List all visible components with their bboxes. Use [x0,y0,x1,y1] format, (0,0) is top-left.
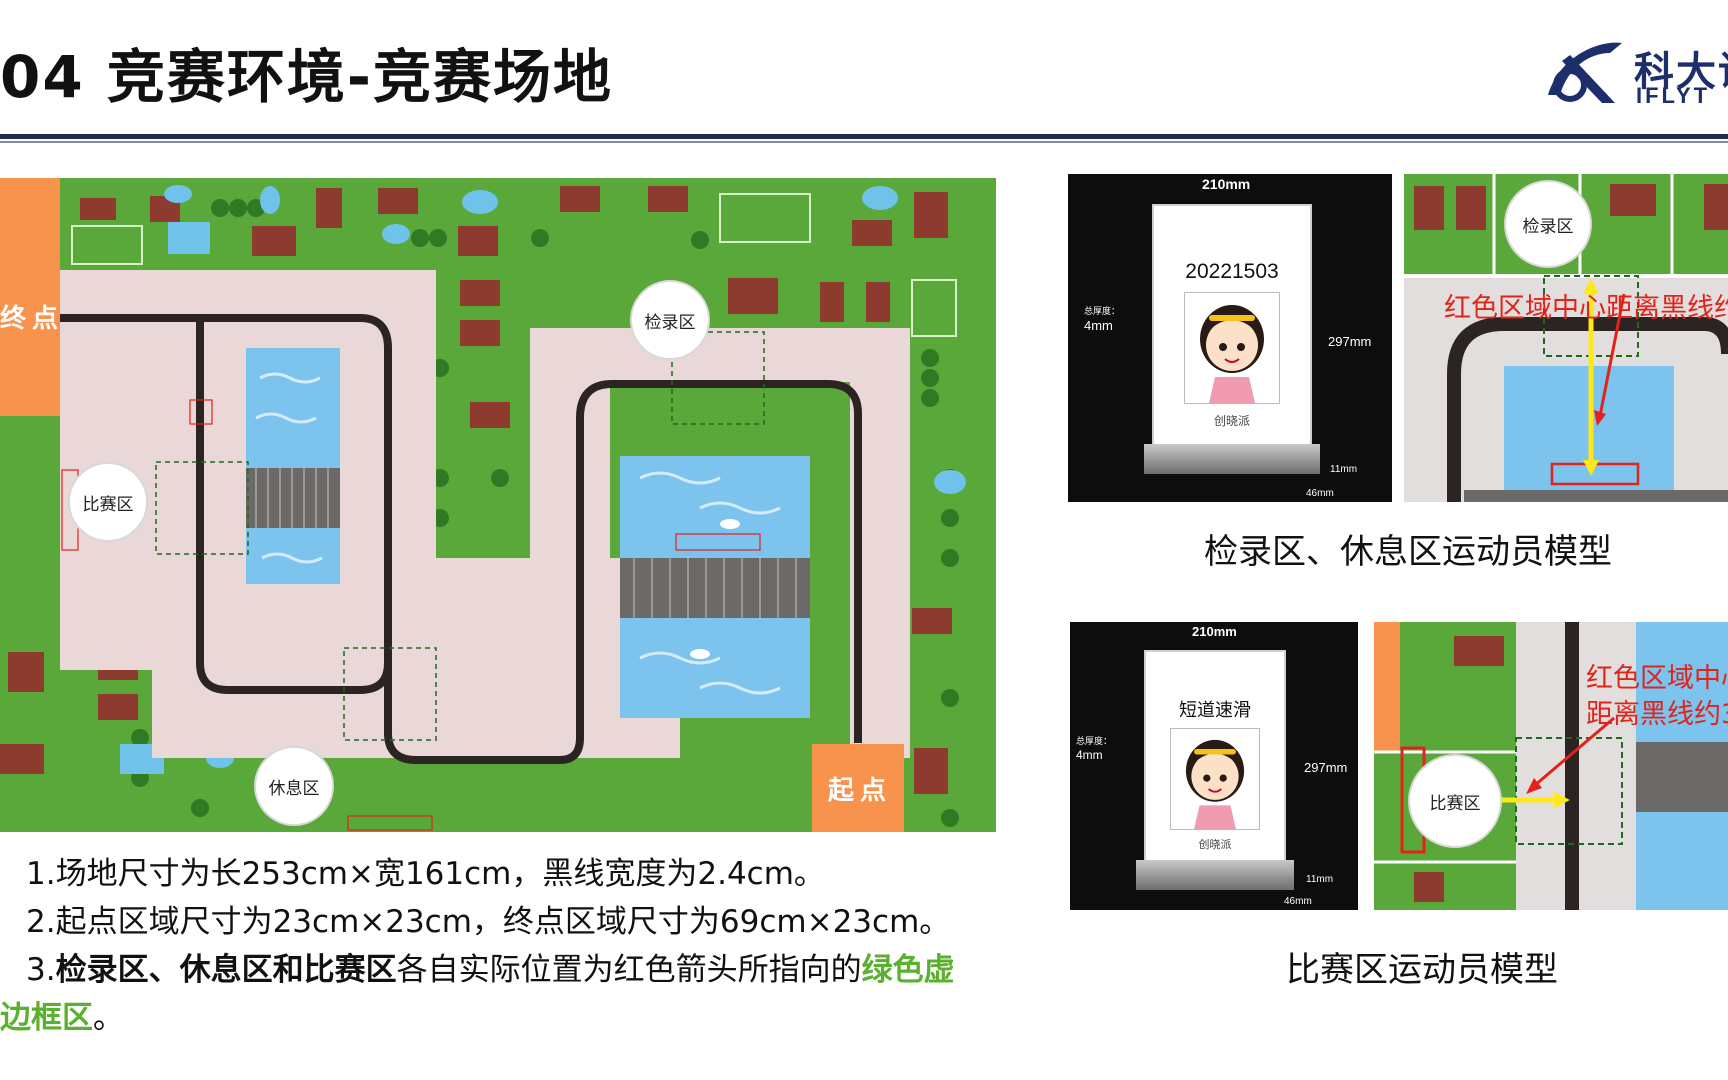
rule-line-3: 3.检录区、休息区和比赛区各自实际位置为红色箭头所指向的绿色虚 [26,944,955,989]
athlete-avatar [1184,292,1280,404]
card-stand-base-2 [1136,860,1294,890]
thickness-value-2: 4mm [1076,748,1103,762]
rule-line-3-bold: 检录区、休息区和比赛区 [55,952,397,988]
page-title: 04 竞赛环境-竞赛场地 [0,43,613,111]
height-dimension: 297mm [1328,334,1372,349]
end-zone [0,178,60,416]
checkin-model-photo: 20221503 创晓派 210mm 297mm 总厚度： 4mm 11mm 4… [1068,174,1392,502]
thickness-value: 4mm [1084,318,1113,333]
rule-line-4: 边框区。 [0,992,124,1037]
match-map-detail-graphic [1374,622,1728,910]
base-width-2: 46mm [1284,896,1312,907]
card-title: 短道速滑 [1179,700,1251,721]
match-model-photo: 短道速滑 创晓派 210mm 297mm 总厚度： 4mm 11mm 46mm [1070,622,1358,910]
checkin-model-caption: 检录区、休息区运动员模型 [1204,532,1612,572]
rule-line-1: 1.场地尺寸为长253cm×宽161cm，黑线宽度为2.4cm。 [26,856,825,892]
header-divider-thin [0,141,1728,143]
start-zone-label: 起点 [828,776,893,806]
girl-avatar-icon-2 [1185,739,1245,829]
base-width: 46mm [1306,488,1334,499]
rule-line-4-end: 。 [93,1000,124,1036]
iflytek-logo: 科大讯 IFLYT [1540,35,1728,110]
decor-fields [71,193,957,337]
card-number: 20221503 [1185,260,1279,283]
checkin-card: 20221503 创晓派 [1154,206,1310,446]
match-zone-marker: 比赛区 [68,462,148,542]
field-map-graphic [0,178,966,832]
rule-line-2: 2.起点区域尺寸为23cm×23cm，终点区域尺寸为69cm×23cm。 [26,904,951,940]
header-divider [0,134,1728,139]
rule-line-3-prefix: 3. [26,952,56,988]
distance-note: 红色区域中心距离黑线约3 [1444,293,1728,324]
match-model-caption: 比赛区运动员模型 [1286,950,1558,990]
distance-note-line-1: 红色区域中心 [1586,663,1728,694]
rule-line-3-mid: 各自实际位置为红色箭头所指向的 [396,952,862,988]
checkin-zone-marker-detail: 检录区 [1504,180,1592,268]
width-dimension-2: 210mm [1192,624,1237,639]
rule-line-4-green: 边框区 [0,1000,93,1036]
base-height-2: 11mm [1306,874,1334,885]
card-stand-base [1144,444,1320,474]
rule-line-3-green: 绿色虚 [861,952,955,988]
checkin-map-detail-graphic [1404,174,1728,502]
match-map-detail: 比赛区 红色区域中心 距离黑线约3 [1374,622,1728,910]
height-dimension-2: 297mm [1304,760,1348,775]
girl-avatar-icon [1200,305,1264,403]
iflytek-logo-icon [1548,42,1622,103]
rest-zone-marker: 休息区 [254,746,334,826]
end-zone-label: 终点 [0,304,65,334]
thickness-label: 总厚度： [1084,306,1121,316]
width-dimension: 210mm [1202,176,1251,192]
match-zone-marker-detail: 比赛区 [1408,754,1502,848]
competition-field-map: 终点 起点 检录区 比赛区 休息区 [0,178,996,832]
checkin-map-detail: 检录区 红色区域中心距离黑线约3 [1404,174,1728,502]
black-line-route [384,380,862,764]
match-card: 短道速滑 创晓派 [1146,652,1284,862]
start-zone [812,744,904,832]
card-name-2: 创晓派 [1198,838,1232,851]
base-height: 11mm [1330,464,1358,475]
distance-note-line-2: 距离黑线约3 [1586,699,1728,730]
card-name: 创晓派 [1213,414,1250,428]
logo-chinese-text: 科大讯 [1634,49,1728,95]
black-line-loop [60,314,392,694]
thickness-label-2: 总厚度： [1076,736,1113,746]
logo-english-text: IFLYT [1636,83,1711,108]
athlete-avatar-2 [1170,728,1260,830]
checkin-zone-marker: 检录区 [630,280,710,360]
